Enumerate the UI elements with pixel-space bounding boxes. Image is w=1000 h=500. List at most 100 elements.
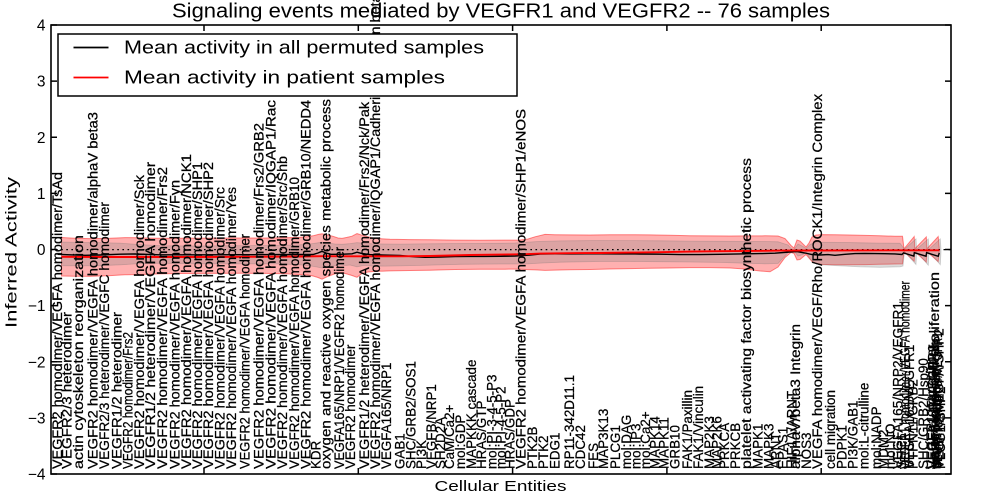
svg-text:1: 1 [37, 186, 46, 203]
svg-text:VEGFR2 homodimer/VEGFA homodim: VEGFR2 homodimer/VEGFA homodimer/GRB10 [287, 177, 302, 469]
svg-text:FAK1/Paxillin: FAK1/Paxillin [680, 390, 695, 469]
svg-text:VEGFR2 homodimer/VEGFA homodim: VEGFR2 homodimer/VEGFA homodimer/IQGAP1/… [263, 100, 278, 469]
svg-text:mol:L-citrulline: mol:L-citrulline [856, 383, 871, 469]
svg-text:VEGFR2/3 heterodimer/VEGFC hom: VEGFR2/3 heterodimer/VEGFC homodimer [97, 201, 112, 469]
svg-text:NOS3: NOS3 [799, 433, 814, 469]
svg-text:mol:PI-4-5-P2: mol:PI-4-5-P2 [494, 386, 509, 469]
svg-text:Inferred Activity: Inferred Activity [4, 177, 21, 328]
svg-text:KDR: KDR [309, 440, 324, 469]
svg-text:VEGFA165/NRP1/VEGFR2 homodimer: VEGFA165/NRP1/VEGFR2 homodimer [332, 246, 347, 469]
svg-text:VEGFR1/2 heterodimer: VEGFR1/2 heterodimer [110, 311, 125, 469]
svg-text:VEGFR2 homodimer/VEGFA homodim: VEGFR2 homodimer/VEGFA homodimer/NCK1 [179, 154, 194, 469]
svg-text:0: 0 [37, 242, 46, 259]
svg-text:VEGFR2 homodimer/VEGFA homodim: VEGFR2 homodimer/VEGFA homodimer/Frs2 [155, 167, 170, 469]
svg-text:VEGFR2 homodimer/VEGFA homodim: VEGFR2 homodimer/VEGFA homodimer [238, 233, 253, 469]
svg-text:VEGFR2 homodimer/VEGFA homodim: VEGFR2 homodimer/VEGFA homodimer/IQGAP1/… [368, 0, 383, 469]
svg-text:VEGFR2 homodimer/Frs2: VEGFR2 homodimer/Frs2 [121, 332, 136, 469]
svg-text:VEGFR2 homodimer: VEGFR2 homodimer [343, 344, 358, 469]
svg-text:SHC/GRB2/SOS1: SHC/GRB2/SOS1 [404, 361, 419, 469]
svg-text:mol:NADP: mol:NADP [869, 406, 884, 469]
svg-text:FAK1/Vinculin: FAK1/Vinculin [691, 386, 706, 469]
svg-text:mol:prostacyclin: mol:prostacyclin [929, 373, 944, 469]
svg-text:VEGFR1 homodimer: VEGFR1 homodimer [924, 344, 939, 469]
svg-text:VEGFB/NRP1: VEGFB/NRP1 [424, 384, 439, 469]
svg-text:platelet activating factor bio: platelet activating factor biosynthetic … [739, 158, 754, 469]
svg-text:VEGFR2 homodimer/VEGFA homodim: VEGFR2 homodimer/VEGFA homodimer/Sck [132, 175, 147, 469]
svg-text:MAP2K3: MAP2K3 [702, 416, 717, 469]
svg-text:VEGFR1/2 heterodimer/VEGFA hom: VEGFR1/2 heterodimer/VEGFA homodimer/Frs… [357, 102, 372, 469]
svg-text:VEGFA165/NRP1: VEGFA165/NRP1 [379, 363, 394, 469]
svg-text:mol:PI-3-4-5-P3: mol:PI-3-4-5-P3 [485, 374, 500, 469]
svg-text:−1: −1 [28, 298, 46, 315]
svg-text:−2: −2 [28, 354, 46, 371]
svg-text:VEGFR2 homodimer/VEGFA homodim: VEGFR2 homodimer/VEGFA homodimer/Src [213, 187, 228, 469]
svg-text:−3: −3 [28, 410, 46, 427]
svg-text:VEGFA homodimer/VEGF/Rho/ROCK1: VEGFA homodimer/VEGF/Rho/ROCK1/Integrin … [810, 94, 825, 469]
svg-text:mol:Ca2+: mol:Ca2+ [638, 411, 653, 469]
svg-text:VEGFR2 homodimer/VEGFA homodim: VEGFR2 homodimer/VEGFA homodimer/SHP2 [201, 162, 216, 469]
svg-text:mol:GDP: mol:GDP [453, 415, 468, 469]
svg-text:HIF1A/ARNT: HIF1A/ARNT [785, 391, 800, 469]
svg-text:VEGFR2 homodimer/VEGFA homodim: VEGFR2 homodimer/VEGFA homodimer/Yes [224, 187, 239, 469]
svg-text:mol:NO: mol:NO [883, 424, 898, 469]
svg-text:mol:IP3: mol:IP3 [629, 424, 644, 469]
svg-text:VEGFA165/VEGFR1: VEGFA165/VEGFR1 [902, 345, 917, 469]
svg-text:−4: −4 [28, 467, 46, 484]
svg-text:alphaV/beta3 Integrin: alphaV/beta3 Integrin [788, 324, 803, 469]
svg-text:VEGFA189/VEGFR2: VEGFA189/VEGFR2 [926, 345, 941, 469]
svg-text:SHC/GRB2/Hsp90: SHC/GRB2/Hsp90 [916, 358, 931, 469]
svg-text:Signaling events mediated by V: Signaling events mediated by VEGFR1 and … [172, 1, 830, 23]
svg-text:PLCG1: PLCG1 [608, 425, 623, 469]
svg-text:EDG1: EDG1 [548, 433, 563, 469]
svg-text:VEGFR1 homodimer/VEGFA homodim: VEGFR1 homodimer/VEGFA homodimer [898, 281, 913, 469]
svg-text:cell migration: cell migration [823, 390, 838, 469]
svg-text:PLCG1/SHP2: PLCG1/SHP2 [933, 386, 948, 469]
svg-text:GRB10: GRB10 [668, 425, 683, 469]
svg-text:Mean activity in all permuted: Mean activity in all permuted samples [124, 38, 484, 58]
svg-text:MDM2: MDM2 [876, 430, 891, 469]
svg-text:MAPK1: MAPK1 [751, 424, 766, 469]
svg-text:MAPK11: MAPK11 [657, 417, 672, 469]
svg-text:MAP2K6: MAP2K6 [710, 416, 725, 469]
svg-text:GAB1: GAB1 [392, 433, 407, 469]
svg-text:Mean activity in patient sampl: Mean activity in patient samples [124, 68, 445, 88]
svg-text:VEGFR2 homodimer/VEGFA homodim: VEGFR2 homodimer/VEGFA homodimer/GRB10/N… [299, 99, 314, 469]
svg-text:FES: FES [586, 443, 601, 469]
svg-text:3: 3 [37, 74, 46, 91]
svg-text:PTPN11/GRB2: PTPN11/GRB2 [906, 379, 921, 469]
svg-text:VEGFR2/VEGFA/SHP2: VEGFR2/VEGFA/SHP2 [932, 328, 947, 469]
svg-text:VEGFR2 homodimer/VEGFA homodim: VEGFR2 homodimer/VEGFA homodimer/Src/Shb [275, 156, 290, 469]
svg-text:VEGFR2 homodimer/VEGFA homodim: VEGFR2 homodimer/VEGFA homodimer/SHP1 [190, 162, 205, 469]
svg-text:MAP3K13: MAP3K13 [596, 409, 611, 469]
svg-text:MAPKKK cascade: MAPKKK cascade [464, 360, 479, 469]
svg-text:PRKCB: PRKCB [728, 423, 743, 469]
svg-text:SHC1: SHC1 [894, 433, 909, 469]
svg-text:PTK2: PTK2 [536, 436, 551, 470]
svg-text:VEGFR1/2 heterodimer/VEGFA hom: VEGFR1/2 heterodimer/VEGFA homodimer [143, 161, 158, 469]
svg-text:4: 4 [37, 18, 46, 35]
svg-text:PI3K: PI3K [414, 440, 429, 469]
svg-text:CaM/Ca2+: CaM/Ca2+ [442, 404, 457, 469]
svg-text:ARNT: ARNT [769, 433, 784, 469]
svg-text:VEGFR2/3 heterodimer: VEGFR2/3 heterodimer [60, 311, 75, 469]
svg-text:VEGFR2 homodimer/VEGFA homodim: VEGFR2 homodimer/VEGFA homodimer/alphaV … [86, 112, 101, 469]
svg-text:2: 2 [37, 130, 46, 147]
svg-text:VEGFR2 homodimer/VEGFA homodim: VEGFR2 homodimer/VEGFA homodimer/Fyn [168, 180, 183, 469]
svg-text:VEGFR2 homodimer/VEGFA homodim: VEGFR2 homodimer/VEGFA homodimer/Frs2/GR… [252, 123, 267, 469]
svg-text:CDC42: CDC42 [573, 425, 588, 469]
svg-text:HRAS/GTP: HRAS/GTP [474, 400, 489, 469]
svg-text:PRKCA: PRKCA [717, 423, 732, 469]
svg-text:Cellular Entities: Cellular Entities [435, 479, 567, 495]
svg-text:VEGFR2 homodimer/VEGFA homodim: VEGFR2 homodimer/VEGFA homodimer/TsAd [50, 172, 65, 469]
svg-text:VEGFR2 homodimer/VEGFA homodim: VEGFR2 homodimer/VEGFA homodimer/SHP1/eN… [514, 109, 529, 469]
svg-text:actin cytoskeleton reorganizat: actin cytoskeleton reorganization [71, 235, 86, 469]
svg-text:EPAS1: EPAS1 [776, 427, 791, 469]
svg-text:PI3K/GAB1: PI3K/GAB1 [845, 401, 860, 469]
svg-text:mol:DAG: mol:DAG [619, 415, 634, 469]
svg-text:PDPK1: PDPK1 [834, 425, 849, 469]
svg-text:HRAS/GDP: HRAS/GDP [502, 399, 517, 469]
svg-text:RP11-342D11.1: RP11-342D11.1 [562, 375, 577, 469]
svg-text:SH2D2A: SH2D2A [433, 417, 448, 469]
svg-text:endothelial cell proliferation: endothelial cell proliferation [927, 272, 942, 469]
svg-text:oxygen and reactive oxygen spe: oxygen and reactive oxygen species metab… [319, 99, 334, 469]
